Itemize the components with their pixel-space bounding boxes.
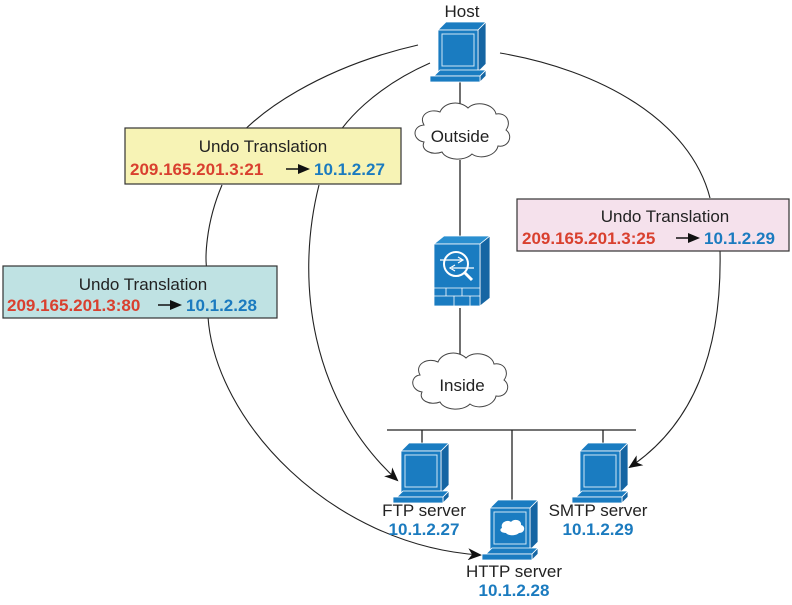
translation-box-ftp: Undo Translation 209.165.201.3:21 10.1.2…	[124, 127, 402, 185]
http-server-ip: 10.1.2.28	[479, 581, 550, 600]
curve-to-http-server	[207, 316, 482, 561]
ftp-server-ip: 10.1.2.27	[389, 520, 460, 539]
smtp-server-icon	[571, 442, 629, 504]
outside-label: Outside	[431, 127, 490, 146]
host-computer-icon	[429, 21, 487, 83]
curve-to-smtp-server	[628, 249, 721, 469]
security-appliance-icon	[432, 235, 492, 307]
curve-to-ftp-server	[308, 184, 399, 482]
translation-ftp-title: Undo Translation	[199, 137, 328, 156]
right-arrow-icon	[676, 233, 700, 243]
translation-box-http: Undo Translation 209.165.201.3:80 10.1.2…	[2, 265, 278, 319]
http-server-label: HTTP server	[466, 562, 562, 581]
translation-http-destination: 10.1.2.28	[186, 296, 257, 315]
translation-box-http-bg	[2, 265, 278, 319]
outside-cloud-icon	[414, 102, 511, 160]
host-label: Host	[445, 2, 480, 21]
translation-smtp-source: 209.165.201.3:25	[522, 229, 655, 248]
ftp-server-icon	[392, 442, 450, 504]
inside-cloud-icon	[412, 352, 509, 410]
inside-label: Inside	[439, 376, 484, 395]
smtp-server-ip: 10.1.2.29	[563, 520, 634, 539]
translation-box-ftp-bg	[124, 127, 402, 185]
translation-ftp-destination: 10.1.2.27	[314, 160, 385, 179]
translation-http-title: Undo Translation	[79, 275, 208, 294]
right-arrow-icon	[286, 164, 310, 174]
translation-ftp-source: 209.165.201.3:21	[130, 160, 263, 179]
translation-http-source: 209.165.201.3:80	[7, 296, 140, 315]
curve-box21-to-box80	[205, 184, 223, 271]
http-server-icon	[481, 499, 539, 561]
translation-box-smtp: Undo Translation 209.165.201.3:25 10.1.2…	[516, 198, 790, 252]
translation-smtp-title: Undo Translation	[601, 207, 730, 226]
translation-smtp-destination: 10.1.2.29	[704, 229, 775, 248]
translation-box-smtp-bg	[516, 198, 790, 252]
right-arrow-icon	[158, 300, 182, 310]
smtp-server-label: SMTP server	[549, 501, 648, 520]
curve-host-to-box25	[499, 52, 711, 199]
ftp-server-label: FTP server	[382, 501, 466, 520]
